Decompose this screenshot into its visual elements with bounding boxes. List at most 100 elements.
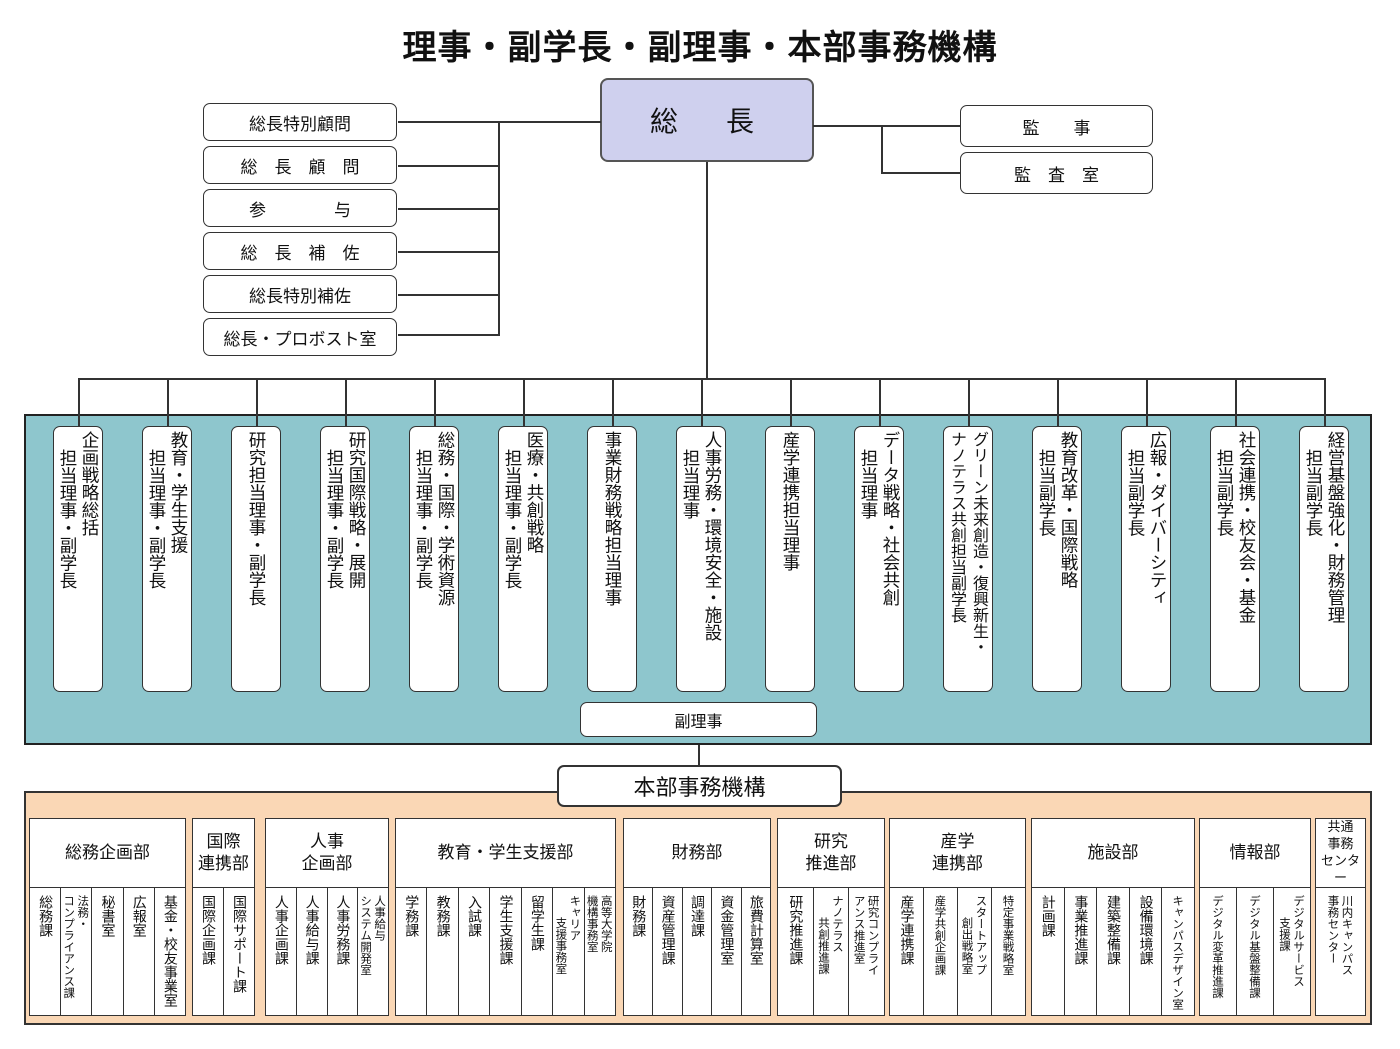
unit-name: 設備環境課 <box>1137 895 1154 965</box>
department-name: 情報部 <box>1200 819 1310 888</box>
executive-role: グリーン未来創造・復興新生・ <box>970 431 989 655</box>
executive-drop <box>1057 378 1059 426</box>
executive-box: データ戦略・社会共創 担当理事 <box>854 426 904 692</box>
unit-cell: 産学共創企画課 <box>923 887 957 1015</box>
unit-cell: 研究コンプライアンス推進室 <box>848 887 884 1015</box>
unit-name: 学生支援課 <box>497 895 514 965</box>
unit-name: 財務課 <box>630 895 647 937</box>
audit-office-box: 監 査 室 <box>960 152 1153 194</box>
unit-name: デジタルサービス <box>1292 895 1306 987</box>
unit-list: 計画課 事業推進課 建築整備課 設備環境課 キャンパスデザイン室 <box>1032 887 1194 1015</box>
unit-name: アンス推進室 <box>852 895 867 964</box>
executive-box: 社会連携・校友会・基金 担当副学長 <box>1210 426 1260 692</box>
unit-name: 総務課 <box>37 895 54 937</box>
unit-name: システム開発室 <box>359 895 374 976</box>
unit-name: 建築整備課 <box>1104 895 1121 965</box>
unit-cell: キャリア支援事務室 <box>552 887 583 1015</box>
advisor-box: 総長特別顧問 <box>203 103 397 141</box>
executive-drop <box>167 378 169 426</box>
unit-cell: 産学連携課 <box>890 887 923 1015</box>
auditor-connector <box>813 125 961 127</box>
executive-title: 担当副学長 <box>1036 449 1056 537</box>
unit-cell: 人事労務課 <box>326 887 358 1015</box>
advisor-box: 総長特別補佐 <box>203 275 397 313</box>
executive-title: 担当理事・副学長 <box>413 449 433 589</box>
unit-cell: 研究推進課 <box>778 887 813 1015</box>
unit-list: 学務課 教務課 入試課 学生支援課 留学生課 キャリア支援事務室 高等大学院機構… <box>396 887 615 1015</box>
department-box: 財務部 財務課 資産管理課 調達課 資金管理室 旅費計算室 <box>623 818 771 1016</box>
department-box: 産学 連携部 産学連携課 産学共創企画課 スタートアップ創出戦略室 特定事業戦略… <box>889 818 1026 1016</box>
unit-name: 国際企画課 <box>200 895 216 965</box>
advisor-branch <box>398 208 500 210</box>
unit-name: 資産管理課 <box>659 895 676 965</box>
unit-cell: 設備環境課 <box>1128 887 1162 1015</box>
unit-name: 事務センター <box>1326 895 1341 964</box>
vice-director-box: 副理事 <box>580 702 817 737</box>
unit-cell: デジタルサービス支援課 <box>1273 887 1310 1015</box>
executive-drop <box>434 378 436 426</box>
department-name: 産学 連携部 <box>890 819 1025 888</box>
unit-list: デジタル変革推進課 デジタル基盤整備課 デジタルサービス支援課 <box>1200 887 1310 1015</box>
unit-cell: 事業推進課 <box>1063 887 1097 1015</box>
unit-cell: 教務課 <box>426 887 457 1015</box>
department-box: 情報部 デジタル変革推進課 デジタル基盤整備課 デジタルサービス支援課 <box>1199 818 1311 1016</box>
unit-cell: 資金管理室 <box>711 887 740 1015</box>
admin-connector <box>698 745 700 767</box>
executive-drop <box>256 378 258 426</box>
unit-name: デジタル変革推進課 <box>1211 895 1225 999</box>
unit-name: 支援事務室 <box>554 917 569 975</box>
unit-name: 高等大学院 <box>599 895 614 953</box>
unit-cell: 調達課 <box>681 887 711 1015</box>
unit-name: 産学共創企画課 <box>933 895 948 976</box>
unit-list: 研究推進課 ナノテラス共創推進課 研究コンプライアンス推進室 <box>778 887 884 1015</box>
executive-role: 社会連携・校友会・基金 <box>1236 431 1256 624</box>
unit-name: 人事労務課 <box>334 895 351 965</box>
executive-box: 研究担当理事・副学長 <box>231 426 281 692</box>
unit-cell: スタートアップ創出戦略室 <box>957 887 991 1015</box>
executive-box: グリーン未来創造・復興新生・ ナノテラス共創担当副学長 <box>943 426 993 692</box>
executive-role: 広報・ダイバーシティ <box>1147 431 1167 606</box>
unit-cell: 広報室 <box>122 887 154 1015</box>
executive-drop <box>701 378 703 426</box>
executive-drop <box>612 378 614 426</box>
executive-title: 担当理事・副学長 <box>324 449 344 589</box>
unit-cell: 学務課 <box>396 887 426 1015</box>
executive-role: データ戦略・社会共創 <box>880 431 900 606</box>
unit-name: 計画課 <box>1039 895 1056 937</box>
unit-name: 留学生課 <box>528 895 545 951</box>
department-box: 共通 事務 センター 川内キャンパス事務センター <box>1315 818 1366 1016</box>
executive-role: 総務・国際・学術資源 <box>435 431 455 606</box>
unit-cell: 国際サポート課 <box>223 887 254 1015</box>
unit-name: コンプライアンス課 <box>62 895 77 999</box>
department-name: 研究 推進部 <box>778 819 884 888</box>
executive-box: 経営基盤強化・財務管理 担当副学長 <box>1299 426 1349 692</box>
page-title: 理事・副学長・副理事・本部事務機構 <box>402 28 998 68</box>
executive-title: 担当理事 <box>858 449 878 519</box>
auditor-box: 監 事 <box>960 105 1153 147</box>
executive-box: 総務・国際・学術資源 担当理事・副学長 <box>409 426 459 692</box>
executive-box: 医療・共創戦略 担当理事・副学長 <box>498 426 548 692</box>
department-name: 施設部 <box>1032 819 1194 888</box>
department-box: 研究 推進部 研究推進課 ナノテラス共創推進課 研究コンプライアンス推進室 <box>777 818 885 1016</box>
executive-role: 経営基盤強化・財務管理 <box>1325 431 1345 624</box>
executive-title: 担当副学長 <box>1303 449 1323 537</box>
advisor-branch <box>398 165 500 167</box>
department-name: 国際 連携部 <box>193 819 254 888</box>
unit-cell: デジタル基盤整備課 <box>1236 887 1273 1015</box>
unit-list: 川内キャンパス事務センター <box>1316 887 1365 1015</box>
advisor-branch <box>398 334 500 336</box>
executive-drop <box>78 378 80 426</box>
executive-drop <box>1324 378 1326 426</box>
department-box: 教育・学生支援部 学務課 教務課 入試課 学生支援課 留学生課 キャリア支援事務… <box>395 818 616 1016</box>
unit-name: 入試課 <box>466 895 483 937</box>
unit-name: 国際サポート課 <box>231 895 247 993</box>
executive-role: 研究担当理事・副学長 <box>246 431 266 606</box>
auditor-branch <box>881 172 961 174</box>
unit-cell: 旅費計算室 <box>740 887 770 1015</box>
advisor-branch <box>398 294 500 296</box>
executive-box: 事業財務戦略担当理事 <box>587 426 637 692</box>
executive-role: 企画戦略総括 <box>79 431 99 536</box>
department-name: 総務企画部 <box>30 819 185 888</box>
unit-cell: 人事企画課 <box>266 887 296 1015</box>
unit-cell: 留学生課 <box>520 887 552 1015</box>
